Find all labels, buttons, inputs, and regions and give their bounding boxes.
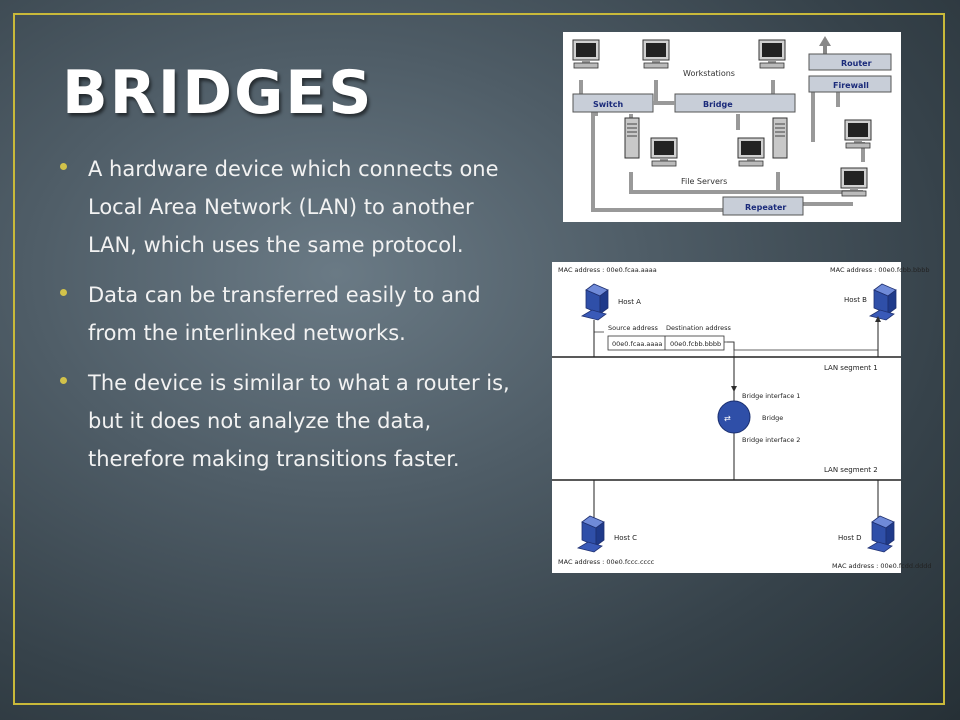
bridge-interface-1-label: Bridge interface 1 [742, 392, 800, 400]
router-box [808, 53, 892, 71]
host-a-link [593, 320, 604, 333]
file-servers-label: File Servers [681, 177, 727, 186]
lan-segment-2-label: LAN segment 2 [824, 466, 878, 474]
bridge-icon [717, 400, 751, 434]
frame-table [607, 335, 725, 351]
firewall-box [808, 75, 892, 93]
slide-frame [13, 13, 945, 705]
host-b-icon [869, 283, 897, 321]
bullet-text: The device is similar to what a router i… [88, 371, 510, 471]
host-c-label: Host C [614, 534, 637, 542]
bullet-item: The device is similar to what a router i… [60, 364, 528, 478]
workstation-icon [758, 39, 786, 69]
bullet-text: A hardware device which connects one Loc… [88, 157, 499, 257]
host-a-label: Host A [618, 298, 641, 306]
host-b-link [724, 320, 879, 351]
server-icon [772, 117, 788, 159]
bridge-label: Bridge [762, 414, 783, 422]
mac-address-b: MAC address : 00e0.fcbb.bbbb [830, 266, 930, 274]
destination-address-header: Destination address [666, 324, 732, 332]
bullet-dot-icon [60, 289, 67, 296]
repeater-box [722, 196, 804, 216]
frame-arrow-down [727, 341, 735, 386]
network-diagram-image: Workstations Switch Bridge Router Firewa… [563, 32, 901, 222]
host-d-icon [867, 515, 895, 553]
bullet-text: Data can be transferred easily to and fr… [88, 283, 481, 345]
switch-label: Switch [593, 100, 623, 109]
server-icon [624, 117, 640, 159]
network-diagram-svg: Workstations Switch Bridge Router Firewa… [572, 36, 892, 216]
arrow-up-icon [819, 36, 831, 54]
workstation-icon [572, 39, 600, 69]
slide-title: BRIDGES [62, 58, 374, 128]
bridge-interface-2-label: Bridge interface 2 [742, 436, 800, 444]
mac-address-d: MAC address : 00e0.fcdd.dddd [832, 562, 932, 570]
bridge-diagram-svg: MAC address : 00e0.fcaa.aaaa MAC address… [552, 266, 932, 570]
bullet-dot-icon [60, 377, 67, 384]
workstation-icon [642, 39, 670, 69]
mac-address-a: MAC address : 00e0.fcaa.aaaa [558, 266, 657, 274]
workstations-label: Workstations [683, 69, 735, 78]
host-d-label: Host D [838, 534, 862, 542]
monitor-icon [650, 137, 678, 167]
monitor-icon [737, 137, 765, 167]
router-label: Router [841, 59, 872, 68]
host-c-icon [577, 515, 605, 553]
bridge-arrows-icon: ⇄ [724, 414, 731, 423]
destination-address-value: 00e0.fcbb.bbbb [670, 340, 721, 348]
host-a-icon [581, 283, 609, 321]
bullet-item: Data can be transferred easily to and fr… [60, 276, 528, 352]
host-b-label: Host B [844, 296, 867, 304]
source-address-header: Source address [608, 324, 659, 332]
bullet-dot-icon [60, 163, 67, 170]
workstation-icon [844, 119, 872, 149]
workstation-icon [840, 167, 868, 197]
arrow-up-icon [875, 316, 881, 322]
lan-segment-1-label: LAN segment 1 [824, 364, 878, 372]
bridge-diagram-image: MAC address : 00e0.fcaa.aaaa MAC address… [552, 262, 932, 573]
bullet-list: A hardware device which connects one Loc… [60, 150, 528, 490]
repeater-label: Repeater [745, 203, 786, 212]
source-address-value: 00e0.fcaa.aaaa [612, 340, 662, 348]
bridge-box [674, 93, 796, 113]
mac-address-c: MAC address : 00e0.fccc.cccc [558, 558, 655, 566]
firewall-label: Firewall [833, 81, 869, 90]
bullet-item: A hardware device which connects one Loc… [60, 150, 528, 264]
bridge-label: Bridge [703, 100, 733, 109]
